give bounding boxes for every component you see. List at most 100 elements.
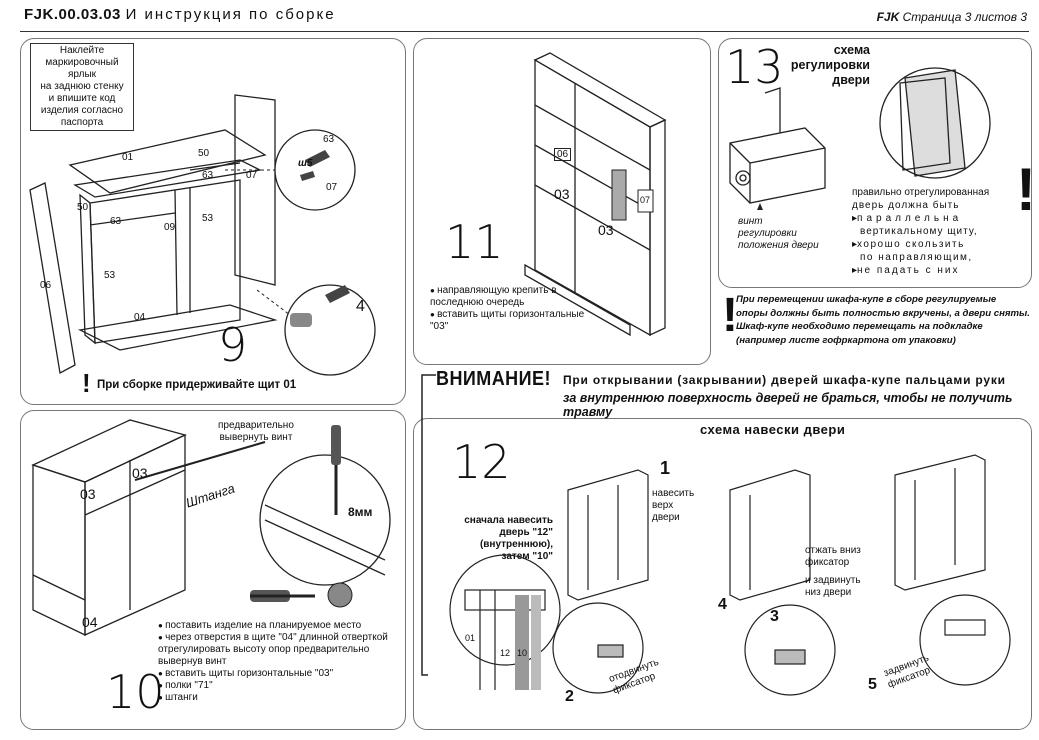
document-title-text: И инструкция по сборке xyxy=(125,6,336,23)
move-warning: При перемещении шкафа-купе в сборе регул… xyxy=(720,293,1039,347)
caption-line: фиксатор xyxy=(805,557,850,568)
header-divider xyxy=(20,31,1029,32)
note-line: и впишите код xyxy=(48,93,116,104)
instruction-item: через отверстия в щите "04" длинной отве… xyxy=(158,632,403,668)
caption-line: отжать вниз xyxy=(805,545,861,556)
part-label-04: 04 xyxy=(82,614,98,630)
requirement-point: ▸не падать с них xyxy=(852,265,960,276)
part-label-07a: 07 xyxy=(246,170,258,181)
first-note: сначала навесить дверь "12"(внутреннюю),… xyxy=(428,515,553,563)
part-label-53b: 53 xyxy=(202,213,214,224)
note-line: на заднюю стенку xyxy=(40,81,124,92)
warning-line: (например листе гофркартона от упаковки) xyxy=(736,334,956,346)
note-line: ярлык xyxy=(67,69,97,80)
part-label-53a: 53 xyxy=(104,270,116,281)
caption-line: двери xyxy=(652,512,680,523)
part-label-63a: 63 xyxy=(110,216,122,227)
note-line: сначала навесить xyxy=(464,515,553,526)
warning-line: При перемещении шкафа-купе в сборе регул… xyxy=(736,294,997,305)
caption-line: винт xyxy=(738,216,763,227)
part-label-01: 01 xyxy=(122,152,134,163)
caption-line: регулировки xyxy=(738,228,797,239)
caption-line: низ двери xyxy=(805,587,852,598)
wardrobe-diagram-step10 xyxy=(31,419,391,637)
part-label-03a: 03 xyxy=(80,486,96,502)
requirement-point: ▸хорошо скользить xyxy=(852,239,965,250)
sub-step-3: 3 xyxy=(770,608,779,625)
sub-step-1: 1 xyxy=(660,458,671,478)
note-line: маркировочный xyxy=(45,57,119,68)
connector-line xyxy=(421,374,436,676)
door-section-diagram xyxy=(449,554,561,690)
brand-label: FJK xyxy=(876,10,900,24)
page-indicator: FJK Страница 3 листов 3 xyxy=(877,10,1027,24)
size-label: 8мм xyxy=(348,505,373,519)
caption-line: навесить xyxy=(652,488,695,499)
step-number-13: 13 xyxy=(725,40,784,94)
door-hanging-diagram-1 xyxy=(552,469,649,694)
instruction-item: штанги xyxy=(158,692,403,704)
document-title: FJK.00.03.03 И инструкция по сборке xyxy=(24,6,336,23)
label-note-step9: Наклейте маркировочный ярлык на заднюю с… xyxy=(30,43,134,131)
part-label-04: 04 xyxy=(134,312,146,323)
door-requirements: правильно отрегулированная дверь должна … xyxy=(852,186,1012,277)
instruction-item: вставить щиты горизонтальные "03" xyxy=(430,309,605,333)
wardrobe-diagram-step9 xyxy=(29,94,376,376)
requirement-line: по направляющим, xyxy=(860,252,973,263)
note-line: паспорта xyxy=(60,117,104,128)
part-label-03b: 03 xyxy=(132,465,148,481)
note-line: дверь "12"(внутреннюю), xyxy=(479,527,553,550)
step-number-11: 11 xyxy=(445,215,504,269)
note-line: предварительно xyxy=(218,420,294,431)
instructions-step11: направляющую крепить в последнюю очередь… xyxy=(430,285,605,333)
sub-step-5: 5 xyxy=(868,676,877,693)
requirement-text: хорошо скользить xyxy=(857,239,965,250)
screw-label: ш5 xyxy=(298,158,313,169)
part-label-03b: 03 xyxy=(598,222,614,238)
label-10: 10 xyxy=(517,648,528,658)
instruction-item: направляющую крепить в последнюю очередь xyxy=(430,285,605,309)
exclamation-icon: ! xyxy=(722,289,738,342)
screw-caption: винт регулировки положения двери xyxy=(738,216,819,252)
instruction-item: полки "71" xyxy=(158,680,403,692)
part-label-50a: 50 xyxy=(77,202,89,213)
pre-note-step10: предварительно вывернуть винт xyxy=(218,420,294,444)
document-code: FJK.00.03.03 xyxy=(24,6,121,23)
warning-step9: При сборке придерживайте щит 01 xyxy=(97,379,297,391)
requirement-point: ▸параллельна xyxy=(852,213,963,224)
sub-step-2: 2 xyxy=(565,688,574,705)
part-label-06: 06 xyxy=(40,280,52,291)
part-label-03a: 03 xyxy=(554,186,570,202)
note-line: изделия согласно xyxy=(40,105,124,116)
attention-line-1: При открывании (закрывании) дверей шкафа… xyxy=(563,373,1006,387)
requirement-line: дверь должна быть xyxy=(852,200,960,211)
scheme-title-step12: схема навески двери xyxy=(700,422,846,437)
door-hanging-diagram-3 xyxy=(894,454,1011,686)
note-line: затем "10" xyxy=(501,551,553,562)
caption-line: верх xyxy=(652,500,674,511)
sub4-caption: отжать вниз фиксатор и задвинуть низ две… xyxy=(805,545,861,599)
note-line: вывернуть винт xyxy=(219,432,293,443)
page-label: Страница 3 листов 3 xyxy=(902,10,1027,24)
instruction-item: вставить щиты горизонтальные "03" xyxy=(158,668,403,680)
part-label-50b: 50 xyxy=(198,148,210,159)
part-label-06: 06 xyxy=(554,148,572,161)
step-number-12: 12 xyxy=(452,435,511,489)
door-hanging-diagram-2 xyxy=(729,469,836,696)
instruction-item: поставить изделие на планируемое место xyxy=(158,620,403,632)
sub-step-4: 4 xyxy=(718,596,727,613)
title-line: схема xyxy=(833,43,870,57)
wardrobe-diagram-step11 xyxy=(524,52,667,337)
step-number-9: 9 xyxy=(218,318,248,372)
part-label-63c: 63 xyxy=(323,134,335,145)
label-12: 12 xyxy=(500,648,511,658)
sub-step-number: 4 xyxy=(356,298,365,315)
requirement-line: правильно отрегулированная xyxy=(852,187,990,198)
title-line: двери xyxy=(832,73,870,87)
part-label-63b: 63 xyxy=(202,170,214,181)
part-label-09: 09 xyxy=(164,222,176,233)
label-01: 01 xyxy=(465,633,476,643)
warning-line: Шкаф-купе необходимо перемещать на подкл… xyxy=(736,321,983,332)
caption-line: и задвинуть xyxy=(805,575,861,586)
requirement-text: не падать с них xyxy=(857,265,960,276)
